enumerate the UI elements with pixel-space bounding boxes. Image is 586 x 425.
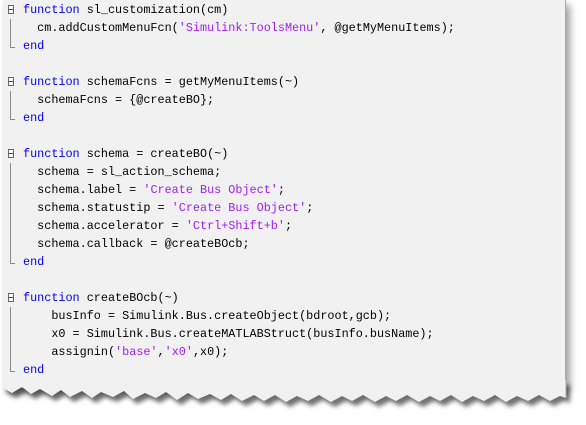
keyword-token: function — [23, 3, 80, 17]
fold-guide — [6, 253, 15, 271]
line-content: function schema = createBO(~) — [23, 145, 228, 163]
string-token: 'x0' — [164, 345, 193, 359]
fold-guide — [6, 235, 14, 253]
keyword-token: end — [23, 39, 45, 53]
fold-toggle-icon[interactable] — [6, 73, 14, 91]
code-text: schema.statustip = — [37, 201, 172, 215]
line-content: schema.statustip = 'Create Bus Object'; — [23, 199, 313, 217]
code-text: schema.label = — [37, 183, 144, 197]
code-text: ,x0); — [192, 345, 229, 359]
line-content: end — [23, 109, 44, 127]
fold-guide — [6, 217, 14, 235]
fold-guide — [6, 163, 14, 181]
code-text: x0 = Simulink.Bus.createMATLABStruct(bus… — [51, 327, 434, 341]
keyword-token: end — [23, 255, 45, 269]
code-text: , — [157, 345, 165, 359]
line-content: function createBOcb(~) — [23, 289, 179, 307]
fold-toggle-icon[interactable] — [6, 289, 14, 307]
line-content: function schemaFcns = getMyMenuItems(~) — [23, 73, 299, 91]
code-text: schemaFcns = getMyMenuItems(~) — [79, 75, 300, 89]
fold-guide — [6, 361, 15, 379]
fold-guide — [6, 181, 14, 199]
line-content: x0 = Simulink.Bus.createMATLABStruct(bus… — [23, 325, 434, 343]
fold-guide — [6, 55, 14, 73]
line-content: schema.label = 'Create Bus Object'; — [23, 181, 285, 199]
line-content: schema = sl_action_schema; — [23, 163, 221, 181]
string-token: 'Create Bus Object' — [171, 201, 307, 215]
line-content: schema.accelerator = 'Ctrl+Shift+b'; — [23, 217, 292, 235]
code-text: schemaFcns = {@createBO}; — [37, 93, 215, 107]
code-text: schema = sl_action_schema; — [37, 165, 222, 179]
fold-guide — [6, 343, 14, 361]
string-token: 'Ctrl+Shift+b' — [185, 219, 285, 233]
fold-guide — [6, 37, 15, 55]
line-content: schemaFcns = {@createBO}; — [23, 91, 214, 109]
fold-guide — [6, 19, 14, 37]
line-content: cm.addCustomMenuFcn('Simulink:ToolsMenu'… — [23, 19, 455, 37]
editor-pane: function sl_customization(cm)cm.addCusto… — [3, 0, 566, 388]
keyword-token: end — [23, 111, 45, 125]
keyword-token: function — [23, 291, 80, 305]
code-text: sl_customization(cm) — [79, 3, 229, 17]
torn-paper-edge — [3, 380, 570, 407]
line-content: schema.callback = @createBOcb; — [23, 235, 250, 253]
line-content: end — [23, 253, 44, 271]
code-text: schema.callback = @createBOcb; — [37, 237, 250, 251]
code-text: cm.addCustomMenuFcn( — [37, 21, 179, 35]
fold-guide — [6, 307, 14, 325]
fold-toggle-icon[interactable] — [6, 145, 14, 163]
string-token: 'Create Bus Object' — [143, 183, 278, 197]
fold-guide — [6, 271, 14, 289]
fold-guide — [6, 109, 15, 127]
code-text: , @getMyMenuItems); — [320, 21, 455, 35]
code-text: ; — [306, 201, 314, 215]
line-content: assignin('base','x0',x0); — [23, 343, 228, 361]
code-text: busInfo = Simulink.Bus.createObject(bdro… — [51, 309, 392, 323]
code-text: ; — [277, 183, 285, 197]
fold-guide — [6, 127, 14, 145]
fold-guide — [6, 325, 14, 343]
line-content: end — [23, 361, 44, 379]
code-text: ; — [284, 219, 293, 233]
keyword-token: function — [23, 147, 80, 161]
line-content: busInfo = Simulink.Bus.createObject(bdro… — [23, 307, 391, 325]
line-content: function sl_customization(cm) — [23, 1, 228, 19]
fold-guide — [6, 91, 14, 109]
code-text: schema = createBO(~) — [79, 147, 229, 161]
line-content: end — [23, 37, 44, 55]
code-text: assignin( — [51, 345, 116, 359]
fold-toggle-icon[interactable] — [6, 1, 14, 19]
code-text: schema.accelerator = — [37, 219, 186, 233]
string-token: 'Simulink:ToolsMenu' — [178, 21, 321, 35]
string-token: 'base' — [115, 345, 158, 359]
fold-guide — [6, 199, 14, 217]
keyword-token: function — [23, 75, 80, 89]
keyword-token: end — [23, 363, 45, 377]
code-text: createBOcb(~) — [79, 291, 179, 305]
